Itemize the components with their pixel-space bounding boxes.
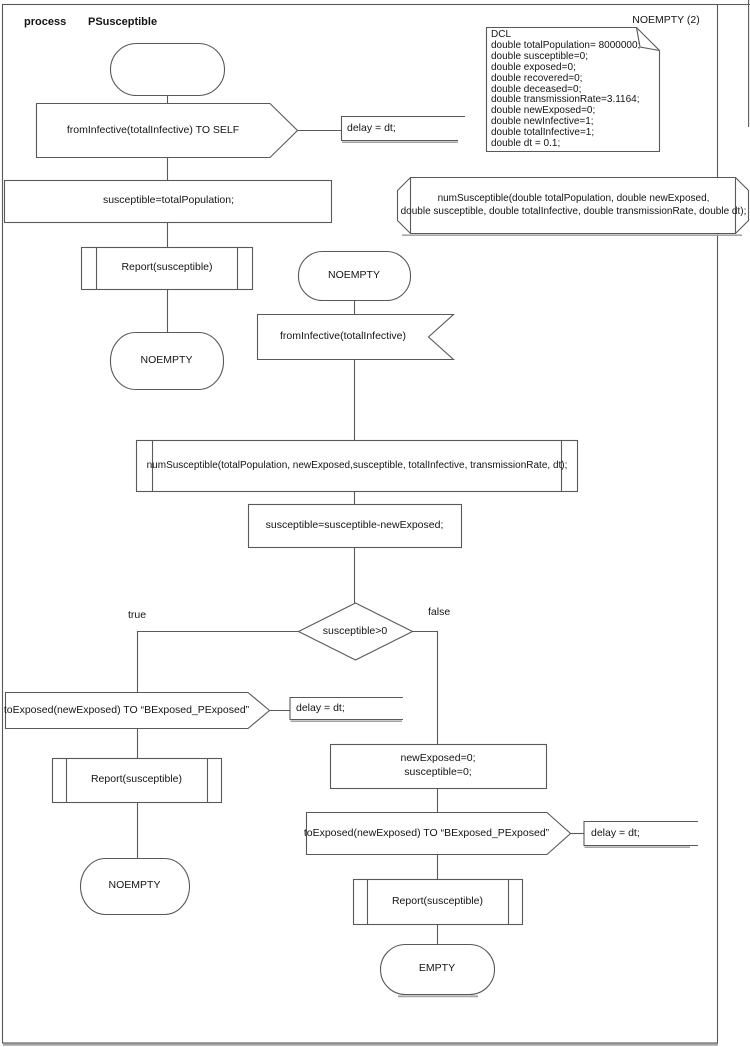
task-reset-symbol	[329, 743, 548, 790]
signature-text-symbol	[396, 176, 750, 236]
branch-false-label: false	[428, 606, 451, 618]
branch-true-label: true	[128, 609, 147, 621]
state-noempty-bottom-symbol	[79, 857, 191, 916]
call-numsusceptible-label: numSusceptible(totalPopulation, newExpos…	[146, 460, 568, 471]
task-reset-label: newExposed=0;susceptible=0;	[400, 752, 476, 778]
delay-comment-2-label: delay = dt;	[296, 702, 345, 714]
state-noempty-mid-symbol	[297, 250, 412, 302]
comment-delay-1-symbol	[340, 115, 465, 143]
procedure-report-1-symbol	[80, 246, 254, 291]
signature-text: numSusceptible(double totalPopulation, d…	[400, 193, 747, 217]
delay-comment-1-label: delay = dt;	[347, 122, 396, 134]
report-3-label: Report(susceptible)	[391, 894, 484, 907]
state-noempty-bottom-label: NOEMPTY	[108, 879, 161, 892]
decision-symbol	[297, 602, 414, 661]
page-number-label: NOEMPTY (2)	[632, 14, 700, 27]
process-name-label: PSusceptible	[88, 16, 158, 28]
output-to-self-symbol	[35, 102, 299, 159]
state-empty-label: EMPTY	[418, 962, 456, 975]
report-1-label: Report(susceptible)	[121, 261, 213, 274]
output-to-exposed-false-label: toExposed(newExposed) TO “BExposed_PExpo…	[303, 826, 550, 839]
procedure-report-3-symbol	[352, 878, 524, 926]
input-from-infective-label: fromInfective(totalInfective)	[279, 330, 407, 343]
output-to-self-label: fromInfective(totalInfective) TO SELF	[66, 123, 240, 136]
task-init-label: susceptible=totalPopulation;	[102, 194, 235, 207]
task-subtract-symbol	[247, 503, 463, 549]
state-noempty-mid-label: NOEMPTY	[328, 268, 380, 281]
input-from-infective-symbol	[256, 313, 455, 361]
decision-label: susceptible>0	[322, 624, 388, 637]
output-to-exposed-true-label: toExposed(newExposed) TO “BExposed_PExpo…	[3, 703, 250, 716]
output-to-exposed-false-symbol	[305, 811, 572, 856]
diagram-kind-label: process	[24, 16, 67, 28]
start-symbol	[109, 42, 226, 97]
task-init-symbol	[3, 179, 333, 224]
report-2-label: Report(susceptible)	[90, 773, 183, 786]
declaration-note-symbol	[485, 26, 661, 153]
comment-delay-3-symbol	[583, 820, 698, 849]
state-noempty-left-label: NOEMPTY	[140, 353, 193, 366]
task-subtract-label: susceptible=susceptible-newExposed;	[265, 518, 444, 531]
state-empty-symbol	[379, 943, 496, 998]
procedure-numsusceptible-symbol	[135, 439, 579, 493]
comment-delay-2-symbol	[289, 696, 403, 723]
state-noempty-left-symbol	[109, 331, 225, 391]
flow-connectors	[136, 95, 584, 945]
procedure-report-2-symbol	[51, 757, 223, 804]
output-to-exposed-true-symbol	[4, 691, 271, 730]
delay-comment-3-label: delay = dt;	[591, 827, 640, 839]
